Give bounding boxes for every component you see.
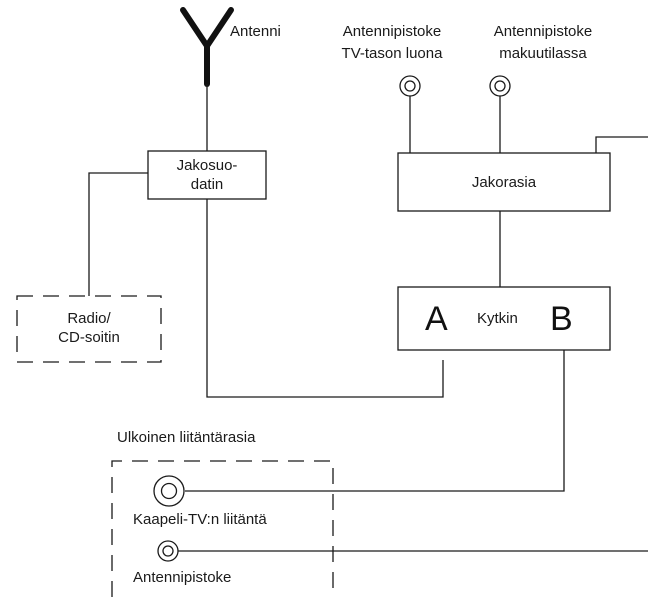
switch-input-a-label: A <box>425 300 448 338</box>
tv-outlet-label-line1: Antennipistoke <box>342 23 442 40</box>
tv-outlet-jack-inner-icon <box>404 80 416 92</box>
external-box-dashed-outline <box>111 460 334 597</box>
cable-tv-connection-label: Kaapeli-TV:n liitäntä <box>133 511 267 528</box>
splitter-to-radio-line <box>88 172 148 296</box>
radio-label-line2: CD-soitin <box>58 329 120 346</box>
antenna-outlet-jack-inner-icon <box>162 545 174 557</box>
splitter-to-switch-a-line <box>206 199 444 398</box>
external-box-label: Ulkoinen liitäntärasia <box>117 429 256 446</box>
jakosuodatin-label-line2: datin <box>190 176 224 193</box>
kytkin-label: Kytkin <box>477 310 518 327</box>
jakorasia-label: Jakorasia <box>471 174 537 191</box>
jakorasia-right-feed-line <box>595 136 648 153</box>
bedroom-outlet-jack-inner-icon <box>494 80 506 92</box>
cable-tv-jack-inner-icon <box>160 482 178 500</box>
kytkin-box <box>397 286 611 351</box>
switch-input-b-label: B <box>550 300 573 338</box>
antenna-icon <box>180 7 234 49</box>
switch-b-to-cable-tv-line <box>185 350 565 492</box>
jakosuodatin-box <box>147 150 267 200</box>
radio-label-line1: Radio/ <box>67 310 111 327</box>
antenna-outlet-label: Antennipistoke <box>133 569 232 586</box>
tv-outlet-label-line2: TV-tason luona <box>341 45 443 62</box>
bedroom-outlet-label-line1: Antennipistoke <box>493 23 593 40</box>
antenna-label: Antenni <box>230 23 281 40</box>
jakorasia-box <box>397 152 611 212</box>
bedroom-outlet-label-line2: makuutilassa <box>499 45 587 62</box>
jakosuodatin-label-line1: Jakosuo- <box>176 157 238 174</box>
